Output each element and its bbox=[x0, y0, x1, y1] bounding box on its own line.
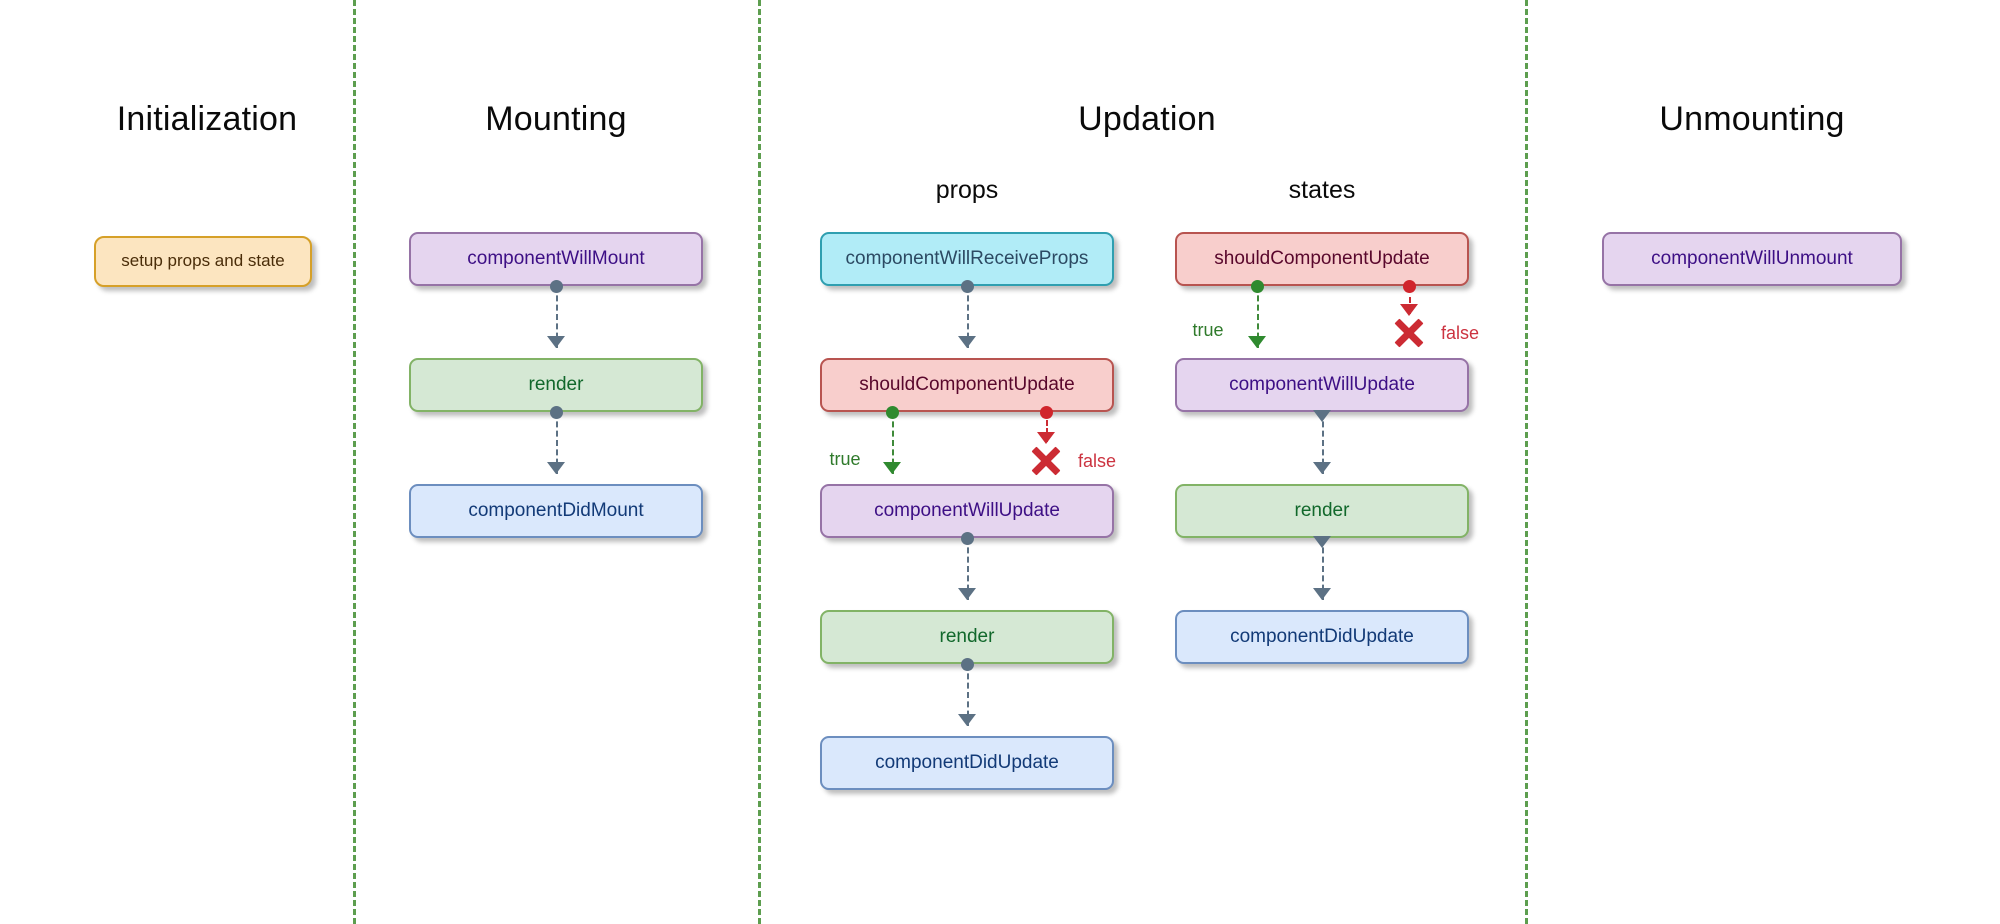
branch-false-dot bbox=[1402, 280, 1416, 293]
arrowhead-icon bbox=[1313, 410, 1331, 422]
subcolumn-title-props: props bbox=[935, 176, 999, 204]
column-title-initialization: Initialization bbox=[116, 100, 298, 138]
node-setup-props-and-state[interactable]: setup props and state bbox=[94, 236, 312, 287]
column-divider-3 bbox=[1525, 0, 1528, 924]
node-render-props[interactable]: render bbox=[820, 610, 1114, 664]
arrowhead-icon bbox=[883, 462, 901, 474]
connector-start-dot bbox=[960, 658, 974, 671]
arrowhead-icon bbox=[1248, 336, 1266, 348]
arrowhead-icon bbox=[958, 714, 976, 726]
column-divider-1 bbox=[353, 0, 356, 924]
arrowhead-icon bbox=[1313, 588, 1331, 600]
arrowhead-icon bbox=[1313, 536, 1331, 548]
branch-true-dot bbox=[885, 406, 899, 419]
arrowhead-icon bbox=[1313, 462, 1331, 474]
connector-start-dot bbox=[960, 532, 974, 545]
connector-start-dot bbox=[549, 280, 563, 293]
branch-false-dot bbox=[1039, 406, 1053, 419]
stop-x-icon-props bbox=[1029, 444, 1063, 478]
column-divider-2 bbox=[758, 0, 761, 924]
column-title-unmounting: Unmounting bbox=[1659, 100, 1845, 138]
node-component-will-unmount[interactable]: componentWillUnmount bbox=[1602, 232, 1902, 286]
node-render-mounting[interactable]: render bbox=[409, 358, 703, 412]
branch-label-false-props: false bbox=[1077, 451, 1117, 471]
node-component-will-mount[interactable]: componentWillMount bbox=[409, 232, 703, 286]
branch-label-false-states: false bbox=[1440, 323, 1480, 343]
node-component-did-update-props[interactable]: componentDidUpdate bbox=[820, 736, 1114, 790]
connector-start-dot bbox=[960, 280, 974, 293]
connector-start-dot bbox=[549, 406, 563, 419]
branch-label-true-states: true bbox=[1192, 320, 1224, 340]
node-component-did-update-states[interactable]: componentDidUpdate bbox=[1175, 610, 1469, 664]
node-component-will-update-states[interactable]: componentWillUpdate bbox=[1175, 358, 1469, 412]
column-title-updation: Updation bbox=[1078, 100, 1216, 138]
branch-label-true-props: true bbox=[829, 449, 861, 469]
arrowhead-icon bbox=[958, 336, 976, 348]
node-component-did-mount[interactable]: componentDidMount bbox=[409, 484, 703, 538]
node-should-component-update-states[interactable]: shouldComponentUpdate bbox=[1175, 232, 1469, 286]
arrowhead-icon bbox=[958, 588, 976, 600]
stop-x-icon-states bbox=[1392, 316, 1426, 350]
subcolumn-title-states: states bbox=[1288, 176, 1356, 204]
arrowhead-icon bbox=[1037, 432, 1055, 444]
node-component-will-receive-props[interactable]: componentWillReceiveProps bbox=[820, 232, 1114, 286]
node-should-component-update-props[interactable]: shouldComponentUpdate bbox=[820, 358, 1114, 412]
node-render-states[interactable]: render bbox=[1175, 484, 1469, 538]
arrowhead-icon bbox=[547, 336, 565, 348]
branch-true-dot bbox=[1250, 280, 1264, 293]
arrowhead-icon bbox=[547, 462, 565, 474]
column-title-mounting: Mounting bbox=[485, 100, 627, 138]
node-component-will-update-props[interactable]: componentWillUpdate bbox=[820, 484, 1114, 538]
arrowhead-icon bbox=[1400, 304, 1418, 316]
